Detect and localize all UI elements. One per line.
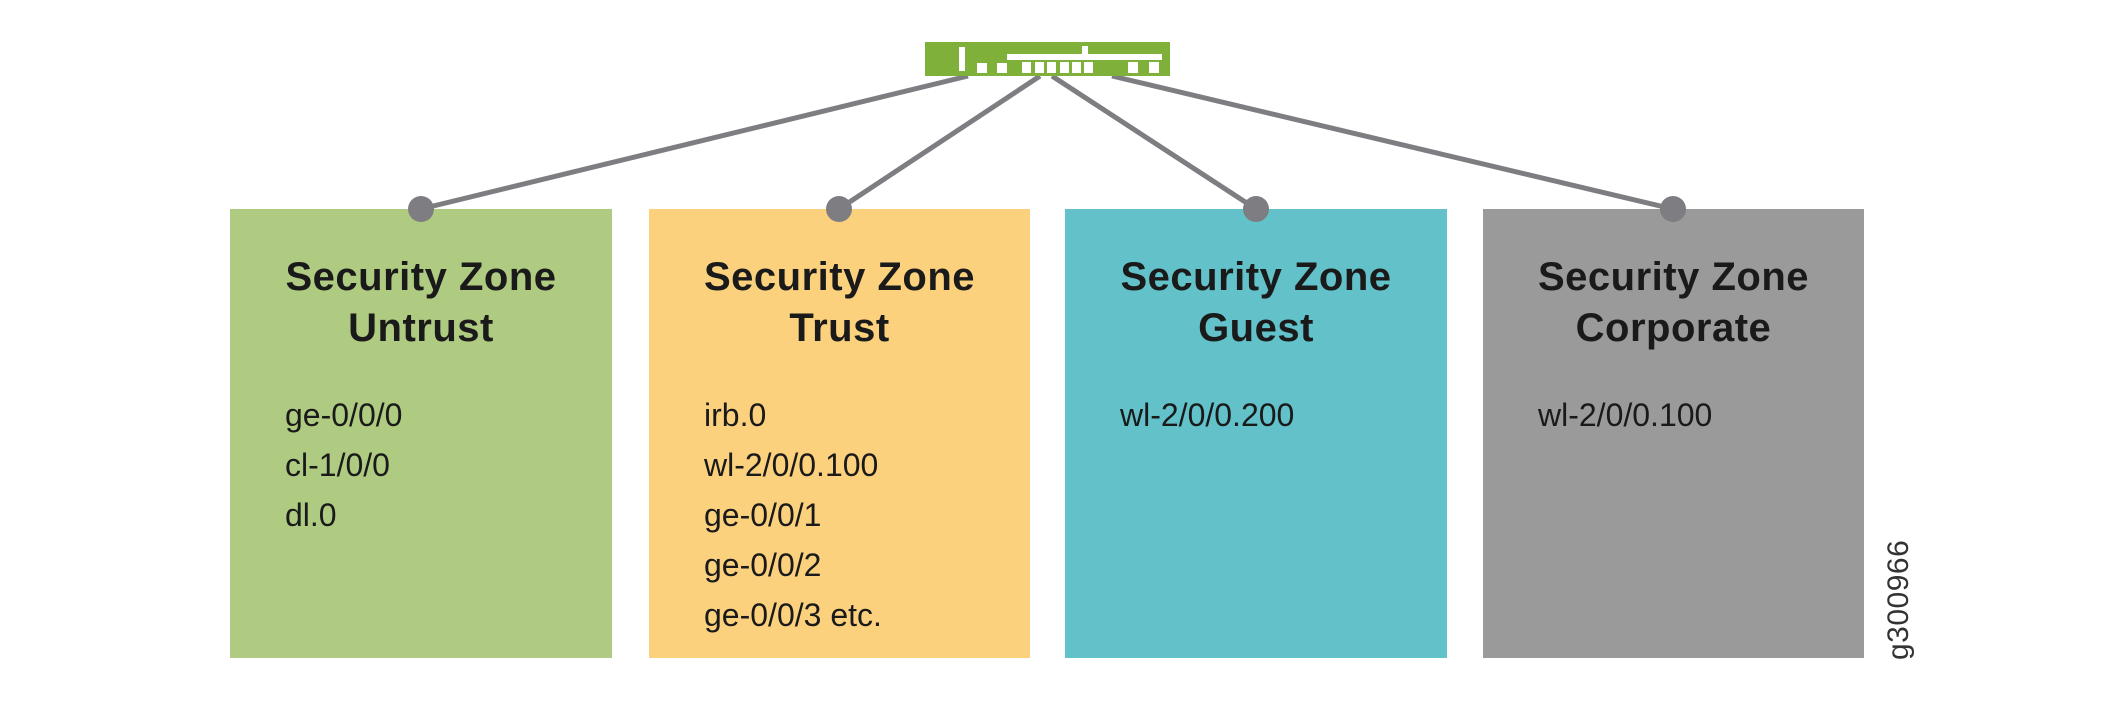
device-port — [1128, 62, 1138, 73]
interface-item: ge-0/0/2 — [704, 547, 822, 583]
interface-item: ge-0/0/1 — [704, 497, 822, 533]
zone-interface-list: ge-0/0/0 cl-1/0/0 dl.0 — [230, 390, 612, 540]
device-port — [1060, 62, 1069, 73]
interface-item: dl.0 — [285, 497, 337, 533]
interface-item: ge-0/0/0 — [285, 397, 403, 433]
device-port — [1035, 62, 1044, 73]
figure-id-label: g300966 — [1882, 539, 1915, 660]
device-body — [925, 42, 1170, 76]
zone-name: Corporate — [1575, 306, 1772, 350]
device-port — [1022, 62, 1031, 73]
device-port — [1084, 62, 1093, 73]
zone-interface-list: wl-2/0/0.200 — [1065, 390, 1447, 440]
zone-title-line1: Security Zone — [703, 255, 975, 299]
zone-title-line1: Security Zone — [1120, 255, 1392, 299]
device-port — [1072, 62, 1081, 73]
device-port — [1149, 62, 1159, 73]
zone-interface-list: irb.0 wl-2/0/0.100 ge-0/0/1 ge-0/0/2 ge-… — [649, 390, 1030, 640]
zone-box-untrust: Security Zone Untrust ge-0/0/0 cl-1/0/0 … — [230, 209, 612, 658]
connector-line-trust — [837, 73, 1042, 212]
interface-item: wl-2/0/0.200 — [1120, 397, 1295, 433]
device-panel-notch — [1082, 46, 1088, 54]
interface-item: wl-2/0/0.100 — [704, 447, 879, 483]
zone-name: Guest — [1198, 306, 1314, 350]
zone-title: Security Zone Guest — [1065, 252, 1447, 354]
connector-line-guest — [1050, 73, 1258, 212]
zone-title-line1: Security Zone — [1537, 255, 1809, 299]
zone-title: Security Zone Trust — [649, 252, 1030, 354]
zone-title: Security Zone Corporate — [1483, 252, 1864, 354]
connector-line-corporate — [1111, 73, 1674, 212]
device-panel-line — [1007, 54, 1162, 60]
device-panel-bar — [959, 47, 965, 71]
zone-name: Trust — [789, 306, 890, 350]
device-port — [1047, 62, 1056, 73]
zone-box-guest: Security Zone Guest wl-2/0/0.200 — [1065, 209, 1447, 658]
zone-box-corporate: Security Zone Corporate wl-2/0/0.100 — [1483, 209, 1864, 658]
zone-interface-list: wl-2/0/0.100 — [1483, 390, 1864, 440]
interface-item: cl-1/0/0 — [285, 447, 390, 483]
zone-box-trust: Security Zone Trust irb.0 wl-2/0/0.100 g… — [649, 209, 1030, 658]
zone-title-line1: Security Zone — [285, 255, 557, 299]
router-device-icon — [925, 42, 1170, 76]
interface-item: wl-2/0/0.100 — [1538, 397, 1713, 433]
device-port — [977, 63, 987, 73]
connector-line-untrust — [420, 73, 969, 212]
zone-name: Untrust — [348, 306, 494, 350]
interface-item: ge-0/0/3 etc. — [704, 597, 882, 633]
device-port — [997, 63, 1007, 73]
interface-item: irb.0 — [704, 397, 767, 433]
zone-title: Security Zone Untrust — [230, 252, 612, 354]
